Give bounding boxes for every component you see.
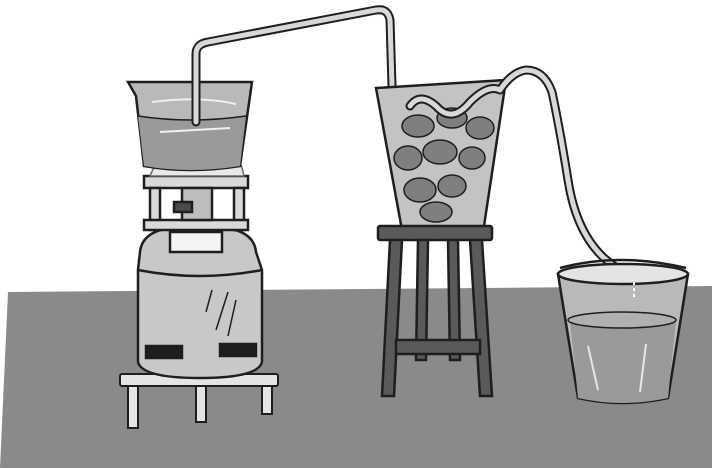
burner-stand [144, 176, 248, 230]
beaker-of-water [128, 82, 252, 170]
collecting-bucket [558, 260, 688, 403]
gas-cylinder [138, 228, 262, 378]
ice-container [376, 80, 506, 230]
